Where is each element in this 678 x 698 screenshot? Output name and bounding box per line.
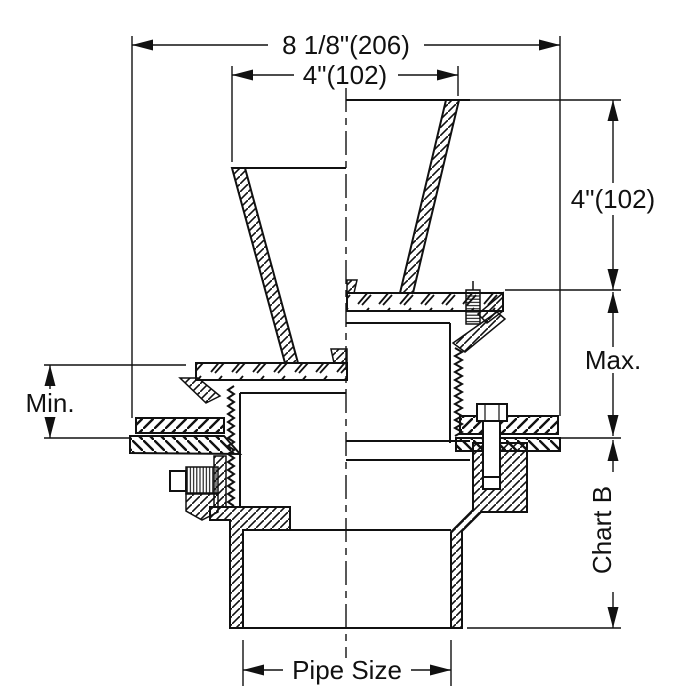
dim-max-label: Max. <box>585 345 641 375</box>
funnel-wall-right <box>398 99 461 294</box>
dim-funnel-height-label: 4"(102) <box>571 184 655 214</box>
dim-overall-width-label: 8 1/8"(206) <box>282 30 410 60</box>
clamp-bolt-right <box>476 403 508 490</box>
dim-min-label: Min. <box>25 388 74 418</box>
funnel-wall-left <box>230 167 300 364</box>
collar-thread-zigzag-right <box>452 347 465 437</box>
dimension-arrows <box>44 39 619 676</box>
body-hub-right <box>450 442 528 629</box>
dim-chart-b-label: Chart B <box>587 486 617 574</box>
dimension-lines <box>49 44 614 671</box>
extension-lines <box>44 36 621 686</box>
clamp-collar-min <box>178 348 348 507</box>
body-hub-left <box>209 506 291 629</box>
clamp-bolt-left <box>169 466 219 495</box>
dim-funnel-width-label: 4"(102) <box>303 60 387 90</box>
dim-pipe-size-label: Pipe Size <box>292 655 402 685</box>
adjusting-screw <box>465 289 481 325</box>
deck-flashing-left <box>129 417 243 456</box>
drain-body <box>185 322 528 629</box>
clamp-collar-max <box>346 279 507 437</box>
